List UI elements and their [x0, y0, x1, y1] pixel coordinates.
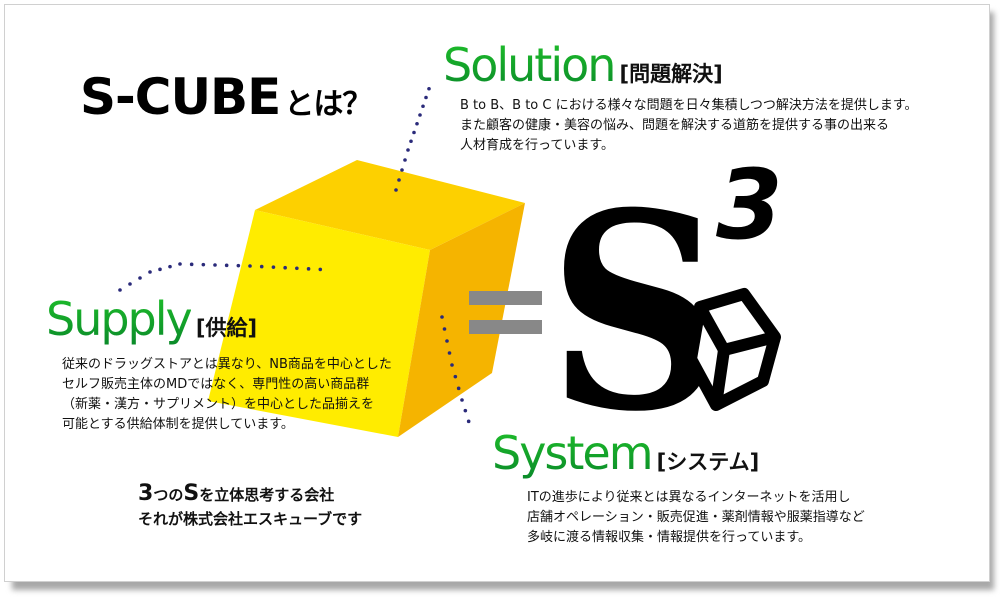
connector-dot — [295, 266, 299, 271]
s3-logo: S 3 — [548, 149, 783, 471]
system-line: ITの進歩により従来とは異なるインターネットを活用し — [527, 490, 851, 505]
connector-dot — [306, 267, 311, 271]
connector-dot — [236, 263, 241, 268]
supply-line: セルフ販売主体のMDではなく、専門性の高い商品群 — [62, 377, 370, 392]
connector-dot — [442, 327, 447, 331]
connector-dot — [259, 264, 264, 269]
motto-line-2: それが株式会社エスキューブです — [138, 510, 363, 528]
supply-section: Supply [供給] — [46, 292, 257, 346]
supply-line: （新薬・漢方・サプリメント）を中心とした品揃えを — [62, 397, 375, 412]
title-main: S-CUBE — [80, 68, 281, 126]
supply-tag: [供給] — [195, 316, 258, 340]
connector-dot — [418, 113, 422, 117]
connector-dot — [450, 363, 454, 367]
connector-dot — [440, 315, 444, 319]
solution-description: B to B、B to C における様々な問題を日々集積しつつ解決方法を提供しま… — [460, 96, 918, 156]
solution-section: Solution [問題解決] — [443, 38, 723, 92]
solution-tag: [問題解決] — [619, 62, 723, 86]
connector-dot — [178, 262, 182, 266]
system-line: 多岐に渡る情報収集・情報提供を行っています。 — [527, 530, 812, 545]
connector-dot — [128, 282, 132, 286]
system-tag: [システム] — [656, 450, 760, 474]
supply-heading: Supply — [46, 292, 193, 346]
connector-dot — [318, 267, 323, 272]
connector-dot — [213, 263, 217, 267]
connector-dot — [400, 168, 404, 172]
system-description: ITの進歩により従来とは異なるインターネットを活用し店舗オペレーション・販売促進… — [527, 488, 865, 548]
connector-dot — [409, 139, 413, 144]
system-connector — [440, 315, 471, 424]
connector-dot — [224, 263, 229, 268]
connector-dot — [447, 351, 452, 355]
connector-dots — [118, 86, 471, 424]
supply-line: 従来のドラッグストアとは異なり、NB商品を中心とした — [62, 357, 392, 372]
cube-outline-icon — [685, 288, 781, 411]
connector-dot — [463, 408, 468, 413]
solution-line: また顧客の健康・美容の悩み、問題を解決する道筋を提供する事の出来る — [460, 118, 890, 133]
system-line: 店舗オペレーション・販売促進・薬剤情報や服薬指導など — [527, 510, 865, 525]
logo-exponent: 3 — [716, 149, 783, 261]
supply-connector — [118, 262, 323, 292]
connector-dot — [424, 95, 428, 100]
system-heading: System — [492, 426, 654, 480]
connector-dot — [138, 276, 142, 280]
cube-side-face — [398, 203, 525, 437]
connector-dot — [283, 265, 287, 270]
connector-dot — [168, 264, 172, 269]
connector-dot — [460, 398, 464, 402]
company-motto: 3つのSを立体思考する会社 それが株式会社エスキューブです — [138, 482, 362, 531]
connector-dot — [415, 121, 419, 126]
connector-dot — [456, 386, 461, 391]
connector-dot — [403, 158, 407, 162]
supply-line: 可能とする供給体制を提供しています。 — [62, 417, 294, 432]
connector-dot — [445, 339, 449, 343]
solution-line: B to B、B to C における様々な問題を日々集積しつつ解決方法を提供しま… — [460, 98, 918, 113]
connector-dot — [248, 264, 252, 268]
solution-connector — [394, 86, 431, 192]
connector-dot — [201, 262, 206, 267]
connector-dot — [118, 288, 122, 292]
connector-dot — [189, 262, 194, 267]
connector-dot — [412, 130, 416, 135]
connector-dot — [271, 265, 276, 269]
connector-dot — [158, 267, 162, 272]
connector-dot — [466, 419, 471, 424]
motto-line-1: 3つのSを立体思考する会社 — [138, 481, 335, 506]
connector-dot — [148, 270, 152, 274]
connector-dot — [453, 374, 458, 379]
connector-dot — [394, 188, 398, 192]
supply-description: 従来のドラッグストアとは異なり、NB商品を中心としたセルフ販売主体のMDではなく… — [62, 355, 392, 435]
connector-dot — [406, 148, 410, 152]
solution-line: 人材育成を行っています。 — [460, 138, 615, 153]
connector-dot — [397, 178, 401, 182]
connector-dot — [427, 86, 431, 91]
system-section: System [システム] — [492, 426, 759, 480]
cube-top-face — [255, 160, 525, 250]
connector-dot — [421, 104, 425, 109]
equals-sign — [469, 291, 542, 334]
solution-heading: Solution — [443, 38, 616, 92]
title-suffix: とは？ — [284, 87, 372, 122]
